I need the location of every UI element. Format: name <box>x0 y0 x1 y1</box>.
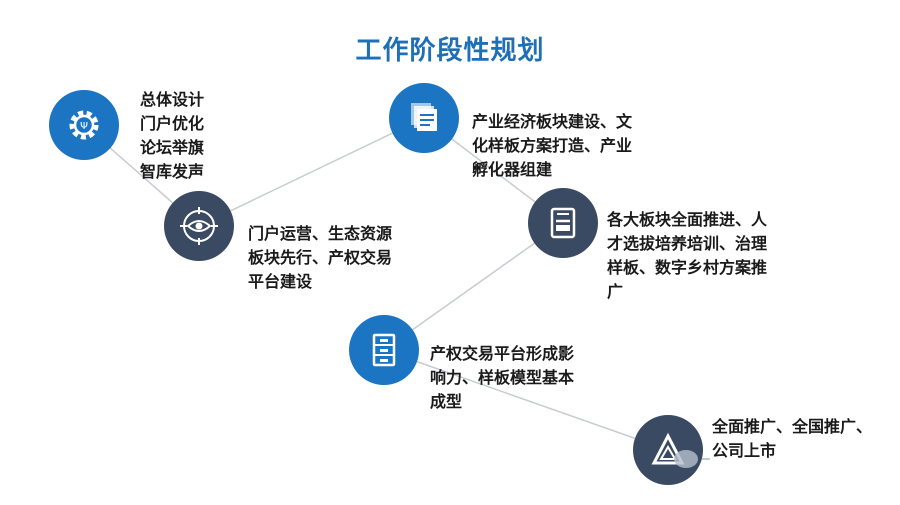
documents-icon <box>389 83 459 153</box>
stage-4-label: 各大板块全面推进、人 才选拔培养培训、治理 样板、数字乡村方案推 广 <box>607 210 768 301</box>
page-title: 工作阶段性规划 <box>355 36 545 66</box>
watermark-text <box>702 458 710 460</box>
printer-icon <box>528 188 598 258</box>
cabinet-icon <box>349 315 419 385</box>
stage-2-label: 门户运营、生态资源 板块先行、产权交易 平台建设 <box>248 224 393 291</box>
wechat-icon <box>674 450 698 468</box>
stage-1-label: 总体设计 门户优化 论坛举旗 智库发声 <box>140 90 205 181</box>
connector-2-3 <box>198 117 425 227</box>
stage-6-label: 全面推广、全国推广、 公司上市 <box>712 417 873 460</box>
svg-text:Ψ: Ψ <box>80 121 88 132</box>
connector-4-5 <box>383 222 564 351</box>
watermark <box>674 448 814 470</box>
gear-icon: Ψ <box>49 90 119 160</box>
stage-5-label: 产权交易平台形成影 响力、样板模型基本 成型 <box>430 344 575 411</box>
connector-5-6 <box>383 349 669 451</box>
stage-3-label: 产业经济板块建设、文 化样板方案打造、产业 孵化器组建 <box>472 112 633 179</box>
target-eye-icon <box>164 191 234 261</box>
